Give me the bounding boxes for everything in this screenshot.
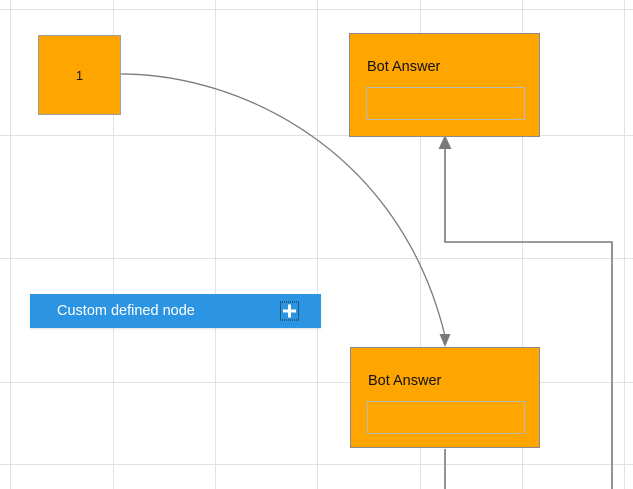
node-custom-defined[interactable]: Custom defined node: [30, 294, 321, 328]
node-square-1[interactable]: 1: [38, 35, 121, 115]
node-bot-answer-top[interactable]: Bot Answer: [349, 33, 540, 137]
bot-answer-title: Bot Answer: [368, 373, 442, 389]
connector-orthogonal-path: [444, 148, 613, 489]
connector-loop-to-bot-top[interactable]: [438, 135, 613, 489]
node-label-number: 1: [75, 67, 84, 83]
bot-answer-slot[interactable]: [366, 87, 525, 120]
bot-answer-title: Bot Answer: [367, 59, 441, 75]
custom-node-label: Custom defined node: [57, 302, 195, 319]
arrowhead-up-icon: [438, 135, 452, 149]
bot-answer-slot[interactable]: [367, 401, 525, 434]
arrowhead-down-icon: [439, 334, 451, 347]
plus-icon-vertical-bar: [288, 304, 291, 318]
node-bot-answer-bottom[interactable]: Bot Answer: [350, 347, 540, 448]
plus-icon[interactable]: [280, 301, 299, 321]
connector-curve-path: [120, 73, 446, 337]
connector-node1-to-bot-bottom[interactable]: [120, 73, 451, 347]
